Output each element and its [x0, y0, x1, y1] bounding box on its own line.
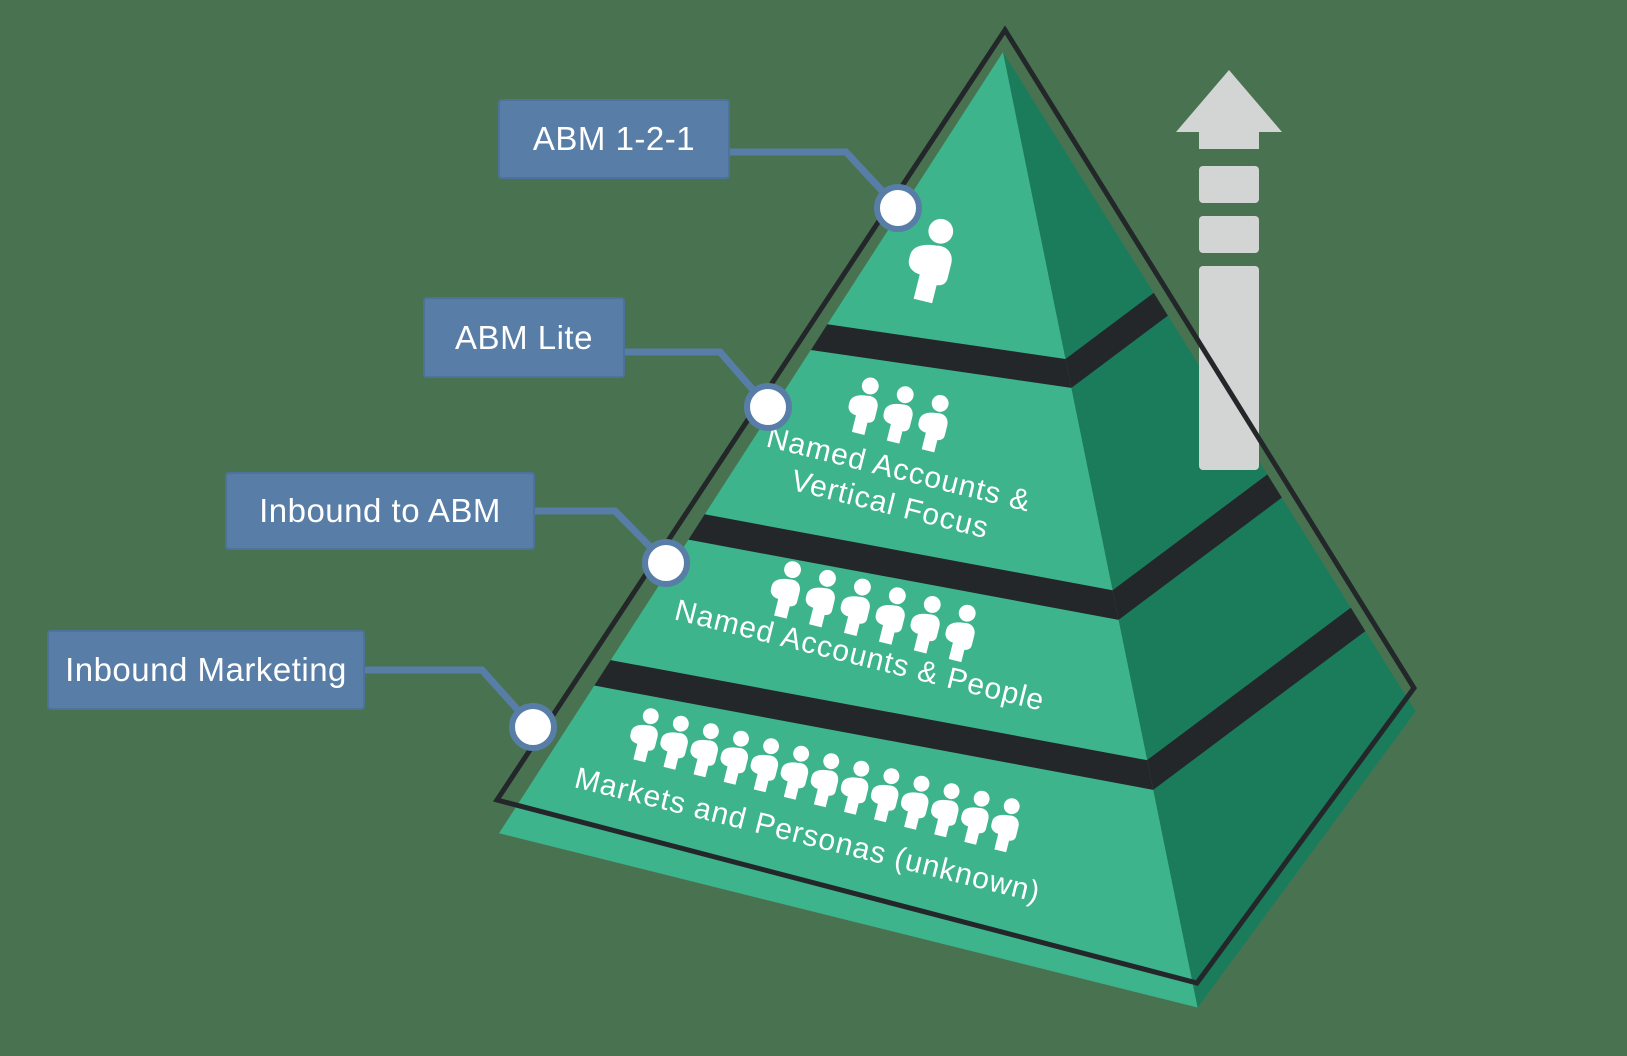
- connector-inbound-marketing: [365, 666, 536, 730]
- callout-inbound-marketing-text: Inbound Marketing: [65, 651, 347, 688]
- up-arrow-shaft: [1199, 266, 1259, 470]
- callout-inbound-to-abm: Inbound to ABM: [225, 472, 535, 550]
- marker-inbound-to-abm: [642, 539, 690, 587]
- tier-gaps: [594, 292, 1366, 790]
- tier-gap-3-side: [1147, 607, 1366, 790]
- up-arrow-head: [1176, 70, 1282, 132]
- marker-abm-lite: [744, 383, 792, 431]
- connector-abm-121: [728, 148, 901, 211]
- tier-gap-1-front: [810, 324, 1072, 388]
- callout-inbound-to-abm-text: Inbound to ABM: [259, 492, 501, 529]
- tier-gap-2-front: [688, 514, 1119, 620]
- callout-abm-lite-text: ABM Lite: [455, 318, 593, 356]
- marker-inbound-marketing: [509, 703, 557, 751]
- up-arrow-dash-1: [1199, 166, 1259, 203]
- connector-abm-lite: [625, 348, 771, 410]
- callout-inbound-marketing: Inbound Marketing: [47, 630, 365, 710]
- up-arrow-neck: [1199, 131, 1259, 149]
- pyramid: Named Accounts & Vertical Focus Named Ac…: [499, 52, 1416, 1008]
- callout-abm-121-text: ABM 1-2-1: [532, 120, 696, 157]
- tier-gap-3-front: [594, 660, 1154, 790]
- marker-abm-121: [874, 184, 922, 232]
- callout-abm-121: ABM 1-2-1: [498, 99, 730, 179]
- tier-gap-1-side: [1065, 292, 1168, 388]
- tier-gap-2-side: [1112, 474, 1282, 620]
- callout-abm-lite: ABM Lite: [423, 297, 625, 378]
- connector-inbound-to-abm: [535, 507, 669, 566]
- up-arrow-dash-2: [1199, 216, 1259, 253]
